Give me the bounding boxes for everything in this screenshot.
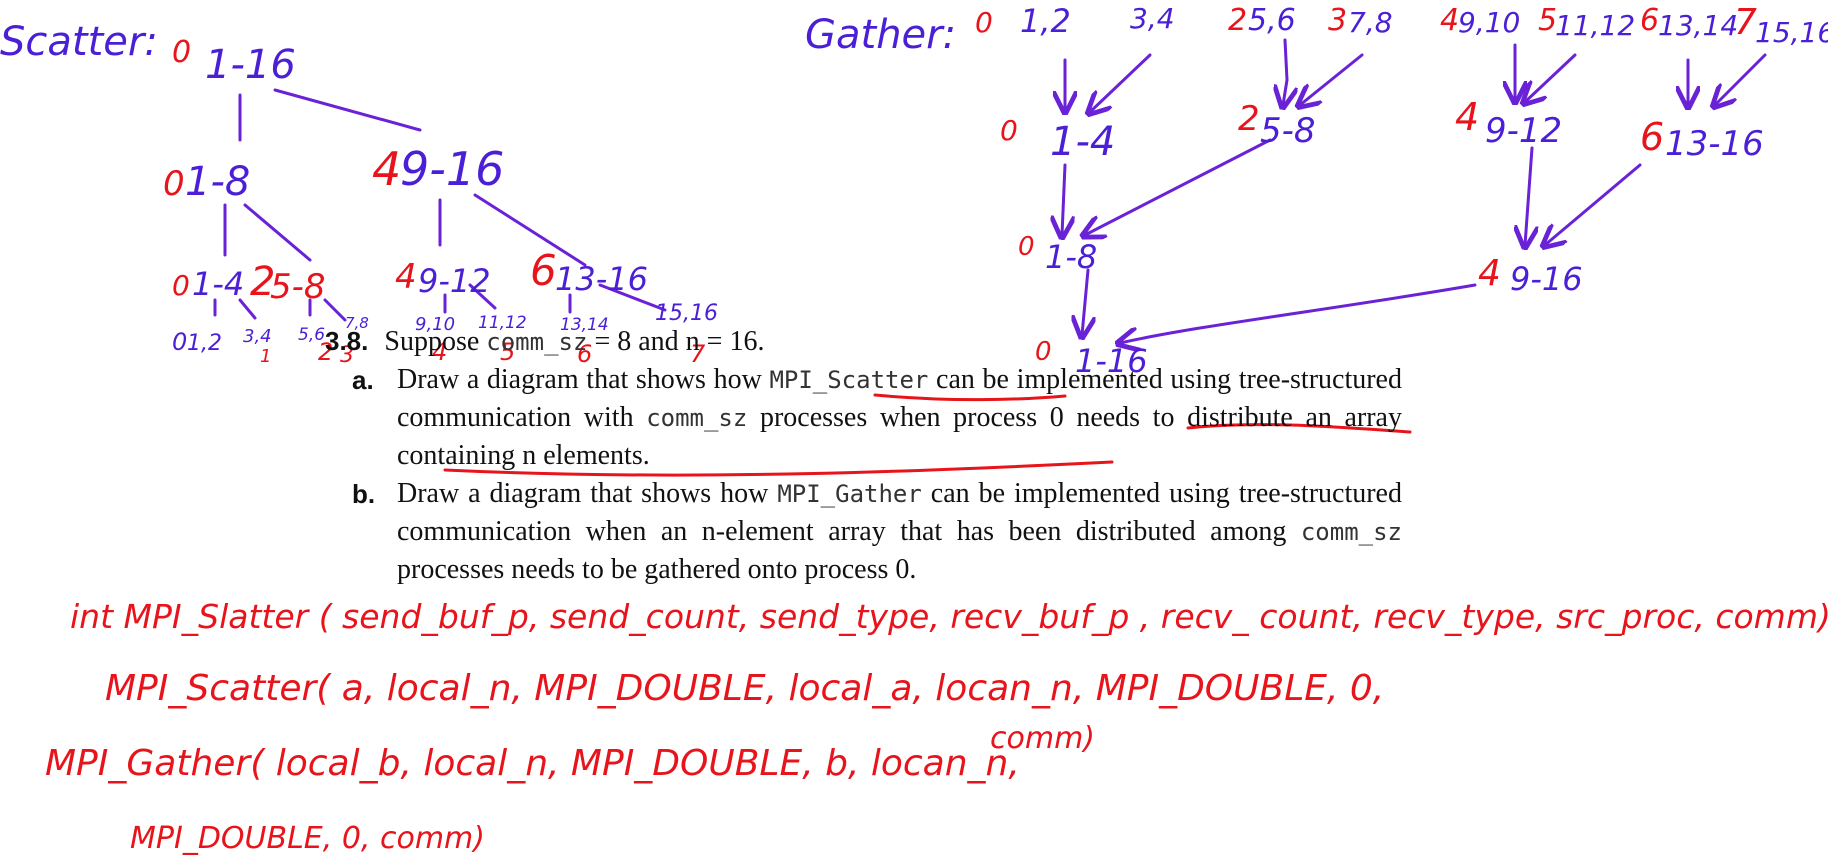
gather-node-rank: 0 (1018, 232, 1035, 262)
code-comm-sz: comm_sz (1300, 518, 1402, 546)
scatter-node-range: 9-12 (418, 262, 491, 300)
note-mpi-gather-call: MPI_Gather( local_b, local_n, MPI_DOUBLE… (45, 743, 1020, 784)
gather-node-rank: 4 (1478, 253, 1501, 294)
scatter-node-rank: 6 (530, 246, 557, 295)
scatter-node-range: 13-16 (555, 260, 648, 298)
note-mpi-scatter-call: MPI_Scatter( a, local_n, MPI_DOUBLE, loc… (105, 668, 1384, 709)
gather-node-range: 9-12 (1485, 111, 1562, 151)
note-mpi-scatter-signature: int MPI_Slatter ( send_buf_p, send_count… (70, 597, 1828, 636)
gather-node-rank: 6 (1640, 115, 1664, 159)
scatter-node-rank: 2 (250, 259, 275, 305)
scatter-node-range: 1-4 (192, 265, 244, 303)
scatter-node-rank: 4 (372, 142, 401, 196)
gather-arrows (1062, 38, 1767, 343)
scatter-node-range: 1-8 (185, 159, 250, 205)
gather-node-range: 1-8 (1045, 238, 1097, 276)
part-a-text: processes when process 0 needs to distri… (397, 402, 1402, 471)
gather-node-rank: 2 (1238, 99, 1260, 139)
gather-root-rank: 0 (1035, 337, 1052, 367)
gather-leaves: 0 1,2 3,4 2 5,6 3 7,8 4 9,10 5 11,12 6 1… (975, 2, 1828, 49)
problem-intro-text: Suppose (384, 326, 487, 357)
problem-number: 3.8. (325, 326, 369, 356)
gather-leaf-range: 3,4 (1130, 2, 1175, 35)
scatter-leaf-range: 13,14 (560, 315, 609, 335)
gather-title: Gather: (805, 12, 956, 58)
gather-node-rank: 0 (1000, 114, 1018, 147)
scatter-leaf-rank: 3 (340, 343, 354, 368)
scatter-node-rank: 0 (172, 35, 191, 70)
handwritten-notes: int MPI_Slatter ( send_buf_p, send_count… (45, 597, 1828, 856)
code-comm-sz: comm_sz (486, 328, 588, 356)
gather-leaf-rank: 5 (1538, 3, 1557, 38)
part-b-text: processes needs to be gathered onto proc… (397, 554, 917, 585)
gather-node-rank: 4 (1455, 95, 1479, 139)
part-b-text: Draw a diagram that shows how (397, 478, 778, 509)
problem-block: 3.8. Suppose comm_sz = 8 and n = 16. a. D… (325, 322, 1405, 589)
scatter-leaf-rank: 4 (432, 338, 447, 366)
part-a-text: Draw a diagram that shows how (397, 364, 770, 395)
scatter-node-rank: 0 (172, 269, 190, 302)
gather-leaf-rank: 3 (1328, 3, 1347, 38)
part-b-label: b. (352, 479, 376, 509)
gather-node-range: 1-4 (1050, 119, 1115, 165)
part-a-label: a. (352, 365, 374, 395)
part-b-text: can be implemented using tree-structured… (397, 478, 1402, 547)
gather-leaf-range: 5,6 (1248, 3, 1296, 38)
gather-tree: 0 1-4 2 5-8 4 9-12 6 13-16 0 1-8 4 9-16 … (1000, 95, 1764, 380)
scatter-leaf-range: 15,16 (655, 301, 718, 326)
gather-node-range: 9-16 (1510, 260, 1583, 298)
scatter-node-rank: 4 (395, 257, 417, 297)
scatter-leaf-rank: 1 (260, 346, 271, 367)
scatter-leaf-range: 1,2 (187, 331, 222, 356)
red-underlines (443, 393, 1412, 477)
problem-intro: 3.8. Suppose comm_sz = 8 and n = 16. (325, 322, 1405, 361)
scatter-node-range: 1-16 (205, 42, 296, 88)
gather-node-range: 5-8 (1260, 111, 1316, 151)
gather-leaf-rank: 0 (975, 6, 993, 39)
code-mpi-gather: MPI_Gather (777, 480, 922, 508)
gather-leaf-range: 13,14 (1658, 9, 1738, 42)
scatter-leaf-range: 9,10 (415, 314, 455, 335)
gather-node-range: 13-16 (1665, 124, 1764, 164)
note-mpi-gather-tail: MPI_DOUBLE, 0, comm) (130, 821, 485, 856)
gather-leaf-rank: 7 (1734, 2, 1757, 43)
gather-leaf-rank: 2 (1228, 3, 1247, 38)
scatter-leaf-rank: 5 (500, 338, 515, 366)
problem-intro-text: = 8 and n = 16. (587, 326, 765, 357)
gather-leaf-range: 7,8 (1348, 6, 1393, 39)
gather-root-range: 1-16 (1075, 342, 1148, 380)
scatter-node-range: 5-8 (270, 267, 326, 307)
scatter-leaf-rank: 0 (172, 328, 187, 356)
gather-leaf-range: 11,12 (1555, 9, 1635, 42)
scatter-edges (213, 88, 667, 322)
gather-leaf-range: 9,10 (1458, 6, 1520, 39)
part-a-text: can be implemented using tree-structured… (397, 364, 1402, 433)
scatter-leaf-range: 11,12 (478, 313, 527, 333)
scatter-node-rank: 0 (163, 164, 185, 204)
gather-leaf-range: 15,16 (1755, 16, 1828, 49)
code-comm-sz: comm_sz (646, 404, 748, 432)
gather-leaf-rank: 4 (1440, 3, 1459, 38)
scatter-node-range: 9-16 (400, 142, 504, 196)
note-mpi-scatter-comm: comm) (990, 721, 1095, 756)
code-mpi-scatter: MPI_Scatter (769, 366, 929, 394)
scatter-leaf-range: 7,8 (345, 314, 369, 332)
scatter-leaf-rank: 7 (690, 340, 706, 368)
scatter-leaf-range: 5,6 (298, 325, 325, 345)
scatter-leaf-range: 3,4 (243, 326, 272, 347)
problem-part-a: a. Draw a diagram that shows how MPI_Sca… (352, 361, 1402, 475)
gather-leaf-range: 1,2 (1020, 2, 1071, 40)
scatter-leaf-rank: 6 (577, 340, 592, 368)
scatter-leaf-rank: 2 (318, 338, 333, 366)
scatter-tree: 0 1-16 0 1-8 4 9-16 0 1-4 2 5-8 4 9-12 6… (163, 35, 718, 368)
gather-leaf-rank: 6 (1640, 3, 1659, 38)
problem-part-b: b. Draw a diagram that shows how MPI_Gat… (352, 475, 1402, 589)
scatter-title: Scatter: (0, 19, 158, 65)
